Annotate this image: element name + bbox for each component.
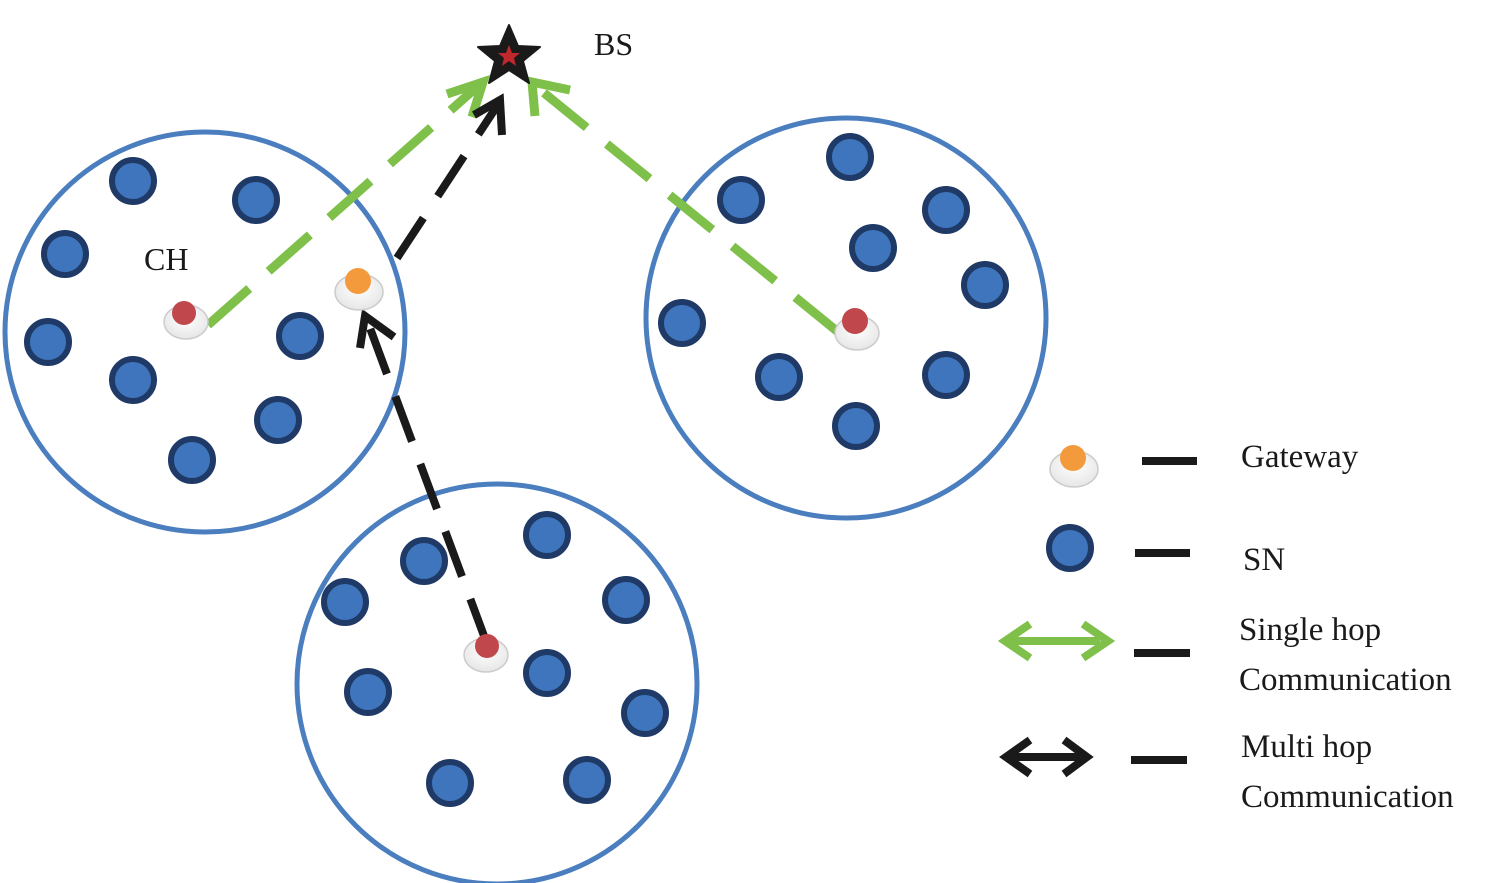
sensor-node <box>961 261 1009 309</box>
sensor-node <box>109 356 157 404</box>
single-hop-link-right <box>535 84 841 336</box>
sensor-node <box>523 511 571 559</box>
sensor-node <box>109 157 157 205</box>
sensor-node <box>717 176 765 224</box>
sensor-node <box>563 756 611 804</box>
sensor-node <box>41 230 89 278</box>
sensor-node <box>849 224 897 272</box>
legend-label-multi-hop-1: Multi hop <box>1241 729 1372 765</box>
red-node-icon <box>842 308 868 334</box>
legend-label-single-hop-1: Single hop <box>1239 612 1381 648</box>
sensor-node <box>168 436 216 484</box>
legend-label-sn: SN <box>1243 542 1285 578</box>
orange-node-icon <box>345 268 371 294</box>
cluster-rings <box>2 115 1049 883</box>
red-node-icon <box>475 634 499 658</box>
orange-node-icon <box>1060 445 1086 471</box>
multi-hop-links <box>356 93 506 646</box>
sensor-node <box>400 537 448 585</box>
sensor-nodes <box>24 133 1009 807</box>
legend: Gateway SN Single hop Communication <box>997 439 1454 815</box>
red-node-icon <box>172 301 196 325</box>
multi-hop-link-gateway-bs <box>393 103 501 261</box>
sensor-node <box>832 402 880 450</box>
sensor-node <box>254 396 302 444</box>
legend-label-single-hop-2: Communication <box>1239 662 1452 698</box>
double-arrow-green-icon <box>997 620 1116 662</box>
sensor-node <box>922 351 970 399</box>
cluster-head-left <box>163 301 209 340</box>
blue-node-icon <box>1046 524 1094 572</box>
legend-item-sn: SN <box>1046 524 1285 578</box>
cluster-ring-left <box>2 129 408 535</box>
gateway-node <box>334 268 384 311</box>
multi-hop-arrowhead-gateway-bs <box>472 93 506 136</box>
ch-label: CH <box>144 241 188 277</box>
sensor-node <box>621 689 669 737</box>
sensor-node <box>523 649 571 697</box>
legend-item-gateway: Gateway <box>1049 439 1359 488</box>
base-station <box>477 24 541 84</box>
multi-hop-link-ch-gateway <box>363 318 491 646</box>
cluster-head-bottom <box>463 634 509 673</box>
single-hop-links <box>205 74 841 336</box>
sensor-node <box>321 578 369 626</box>
sensor-node <box>344 668 392 716</box>
sensor-node <box>602 576 650 624</box>
sensor-node <box>232 176 280 224</box>
sensor-node <box>922 186 970 234</box>
bs-label: BS <box>594 26 633 62</box>
double-arrow-black-icon <box>999 736 1094 778</box>
cluster-head-right <box>834 308 880 351</box>
legend-label-multi-hop-2: Communication <box>1241 779 1454 815</box>
legend-item-single-hop: Single hop Communication <box>997 612 1452 698</box>
sensor-node <box>826 133 874 181</box>
legend-item-multi-hop: Multi hop Communication <box>999 729 1454 815</box>
legend-label-gateway: Gateway <box>1241 439 1359 475</box>
cluster-ring-right <box>643 115 1049 521</box>
sensor-node <box>426 759 474 807</box>
sensor-node <box>276 312 324 360</box>
sensor-node <box>658 299 706 347</box>
multi-hop-arrowhead-ch-gateway <box>356 308 397 349</box>
single-hop-arrowhead-left <box>445 74 490 119</box>
sensor-node <box>24 318 72 366</box>
cluster-ring-bottom <box>294 481 700 883</box>
star-inner-icon <box>498 45 520 66</box>
single-hop-arrowhead-right <box>526 76 571 117</box>
cluster-heads <box>163 301 880 673</box>
single-hop-link-left <box>205 82 481 329</box>
sensor-node <box>755 353 803 401</box>
